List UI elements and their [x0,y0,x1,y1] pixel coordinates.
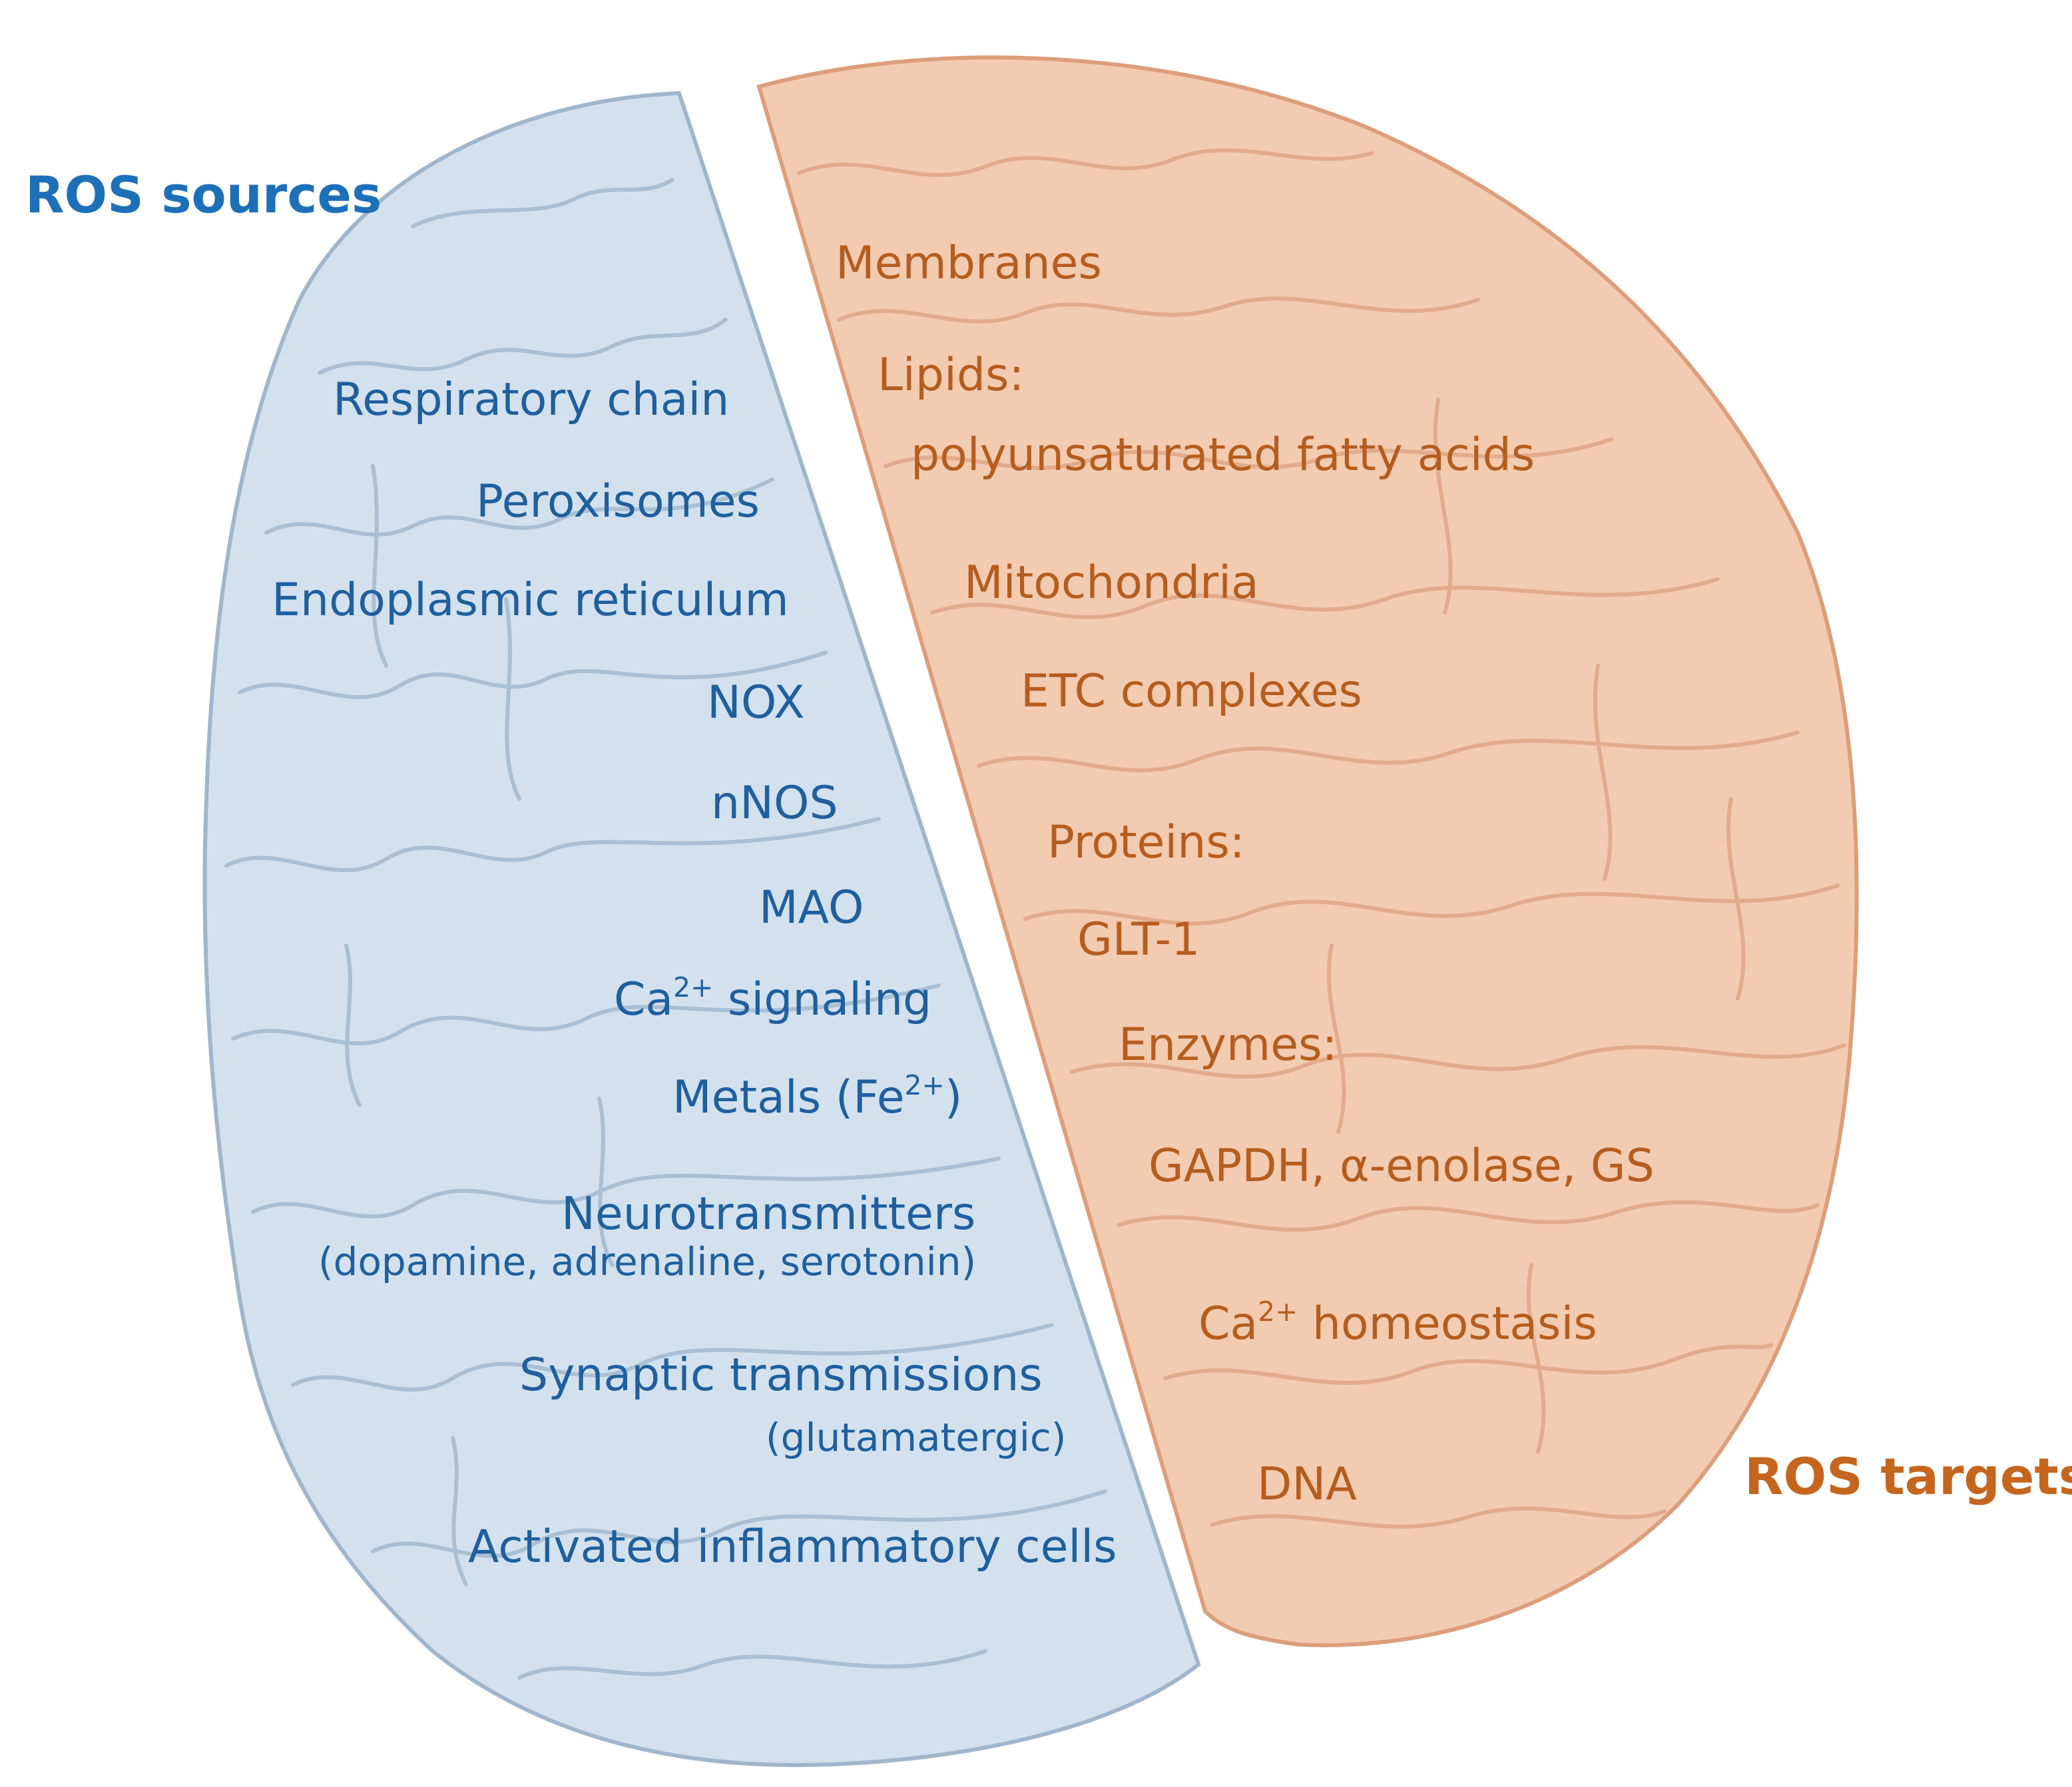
source-endoplasmic-reticulum: Endoplasmic reticulum [272,574,789,627]
target-ca-homeostasis: Ca2+ homeostasis [1198,1296,1597,1350]
target-dna: DNA [1257,1458,1357,1511]
source-synaptic-detail: (glutamatergic) [766,1415,1067,1460]
source-nnos: nNOS [711,777,838,830]
source-activated-inflammatory-cells: Activated inflammatory cells [468,1521,1117,1573]
target-glt1: GLT-1 [1077,913,1200,966]
ros-sources-heading: ROS sources [25,165,382,224]
ros-targets-heading: ROS targets [1744,1447,2072,1506]
right-gyri [797,148,1846,1529]
source-metals: Metals (Fe2+) [672,1069,963,1124]
target-etc-complexes: ETC complexes [1021,665,1362,718]
source-ca-signaling: Ca2+ signaling [614,971,932,1026]
target-enzymes: Enzymes: [1119,1019,1338,1071]
target-polyunsaturated-fatty-acids: polyunsaturated fatty acids [911,429,1535,481]
target-proteins: Proteins: [1047,816,1245,869]
source-mao: MAO [759,882,864,934]
target-enzyme-list: GAPDH, α-enolase, GS [1149,1140,1655,1192]
target-mitochondria: Mitochondria [964,557,1259,609]
source-peroxisomes: Peroxisomes [476,475,760,528]
left-gyri [224,178,1107,1680]
source-synaptic-transmissions: Synaptic transmissions [519,1349,1043,1402]
target-membranes: Membranes [836,237,1102,290]
target-lipids: Lipids: [878,349,1025,401]
source-neurotransmitters-detail: (dopamine, adrenaline, serotonin) [318,1239,977,1284]
right-hemisphere [756,55,1859,1648]
source-respiratory-chain: Respiratory chain [333,374,730,426]
source-neurotransmitters: Neurotransmitters [561,1188,976,1240]
source-nox: NOX [707,676,805,729]
